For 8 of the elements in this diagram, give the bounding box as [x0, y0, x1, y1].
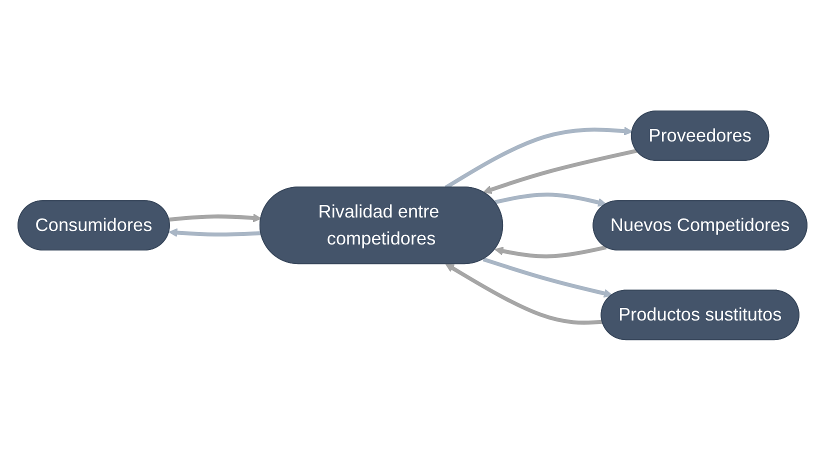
arrow: [168, 213, 262, 222]
arrow: [482, 257, 613, 298]
arrow: [494, 192, 607, 206]
diagram-drawing: Consumidores Proveedores Rivalidad entre competidores Nuevos Competidores Productos sustitutos: [10, 102, 815, 348]
arrow: [494, 245, 607, 258]
arrow: [168, 228, 262, 237]
arrow: [445, 263, 603, 324]
arrow: [482, 148, 638, 194]
